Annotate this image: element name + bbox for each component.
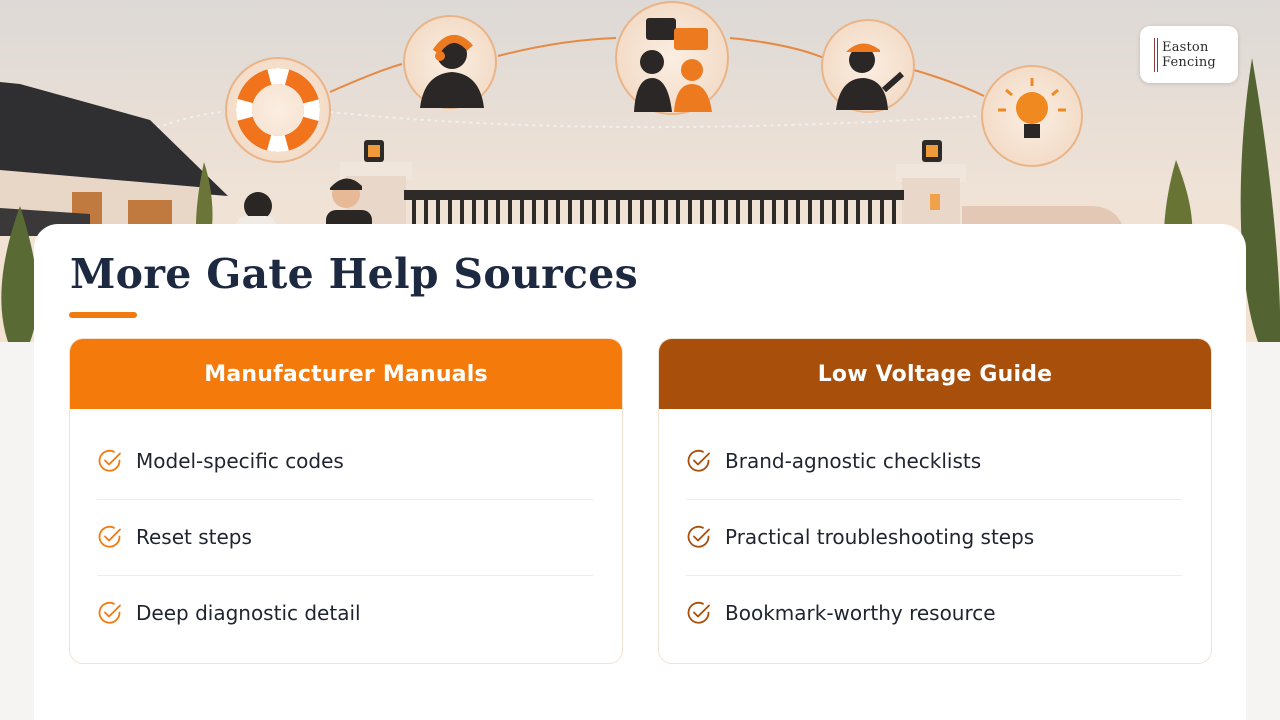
check-circle-icon — [687, 525, 710, 548]
logo-line-2: Fencing — [1162, 54, 1216, 70]
check-circle-icon — [98, 525, 121, 548]
list-item: Brand-agnostic checklists — [686, 423, 1182, 499]
list-item: Deep diagnostic detail — [97, 575, 593, 651]
check-circle-icon — [98, 601, 121, 624]
logo-line-1: Easton — [1162, 39, 1209, 55]
list-item: Model-specific codes — [97, 423, 593, 499]
divider — [97, 499, 593, 500]
list-item-label: Deep diagnostic detail — [136, 601, 361, 625]
content-card: More Gate Help Sources Manufacturer Manu… — [34, 224, 1246, 720]
list-item: Bookmark-worthy resource — [686, 575, 1182, 651]
check-circle-icon — [687, 601, 710, 624]
divider — [686, 575, 1182, 576]
light-bulb-icon — [981, 65, 1083, 167]
panel-heading: Manufacturer Manuals — [70, 339, 622, 409]
list-item-label: Model-specific codes — [136, 449, 344, 473]
headset-support-icon — [403, 15, 497, 109]
divider — [97, 575, 593, 576]
technician-wrench-icon — [821, 19, 915, 113]
page-title: More Gate Help Sources — [70, 250, 639, 298]
list-item-label: Reset steps — [136, 525, 252, 549]
panel-manufacturer-manuals: Manufacturer Manuals Model-specific code… — [69, 338, 623, 664]
divider — [686, 499, 1182, 500]
list-item-label: Brand-agnostic checklists — [725, 449, 982, 473]
list-item-label: Practical troubleshooting steps — [725, 525, 1035, 549]
title-underline — [69, 312, 137, 318]
panel-low-voltage-guide: Low Voltage Guide Brand-agnostic checkli… — [658, 338, 1212, 664]
panel-heading: Low Voltage Guide — [659, 339, 1211, 409]
life-ring-icon — [225, 57, 331, 163]
brand-logo[interactable]: Easton Fencing — [1140, 26, 1238, 83]
list-item-label: Bookmark-worthy resource — [725, 601, 996, 625]
check-circle-icon — [687, 449, 710, 472]
chat-people-icon — [615, 1, 729, 115]
check-circle-icon — [98, 449, 121, 472]
list-item: Reset steps — [97, 499, 593, 575]
logo-mark — [1154, 38, 1158, 72]
list-item: Practical troubleshooting steps — [686, 499, 1182, 575]
